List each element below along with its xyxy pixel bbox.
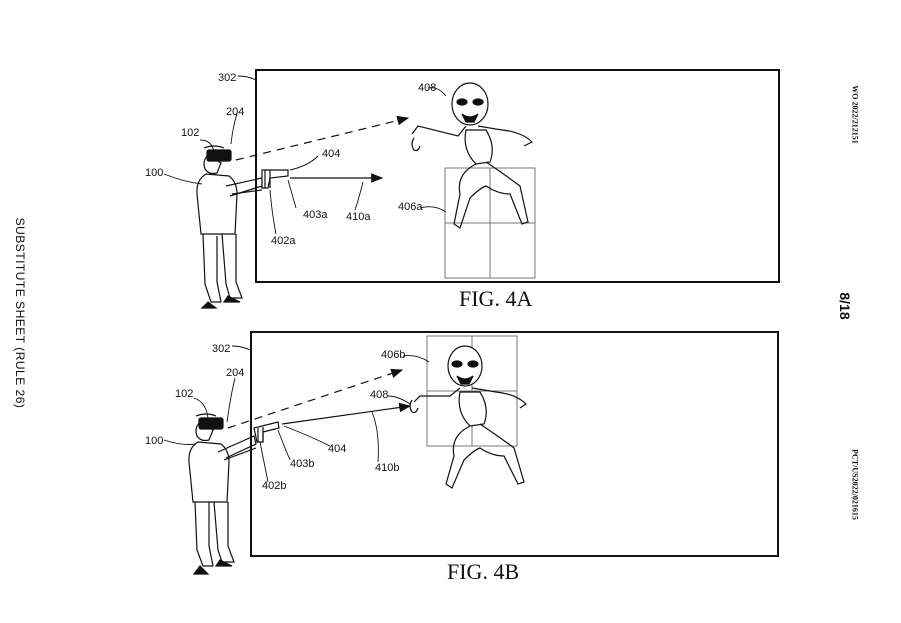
- display-frame-4b: [250, 331, 779, 557]
- ref-100-4a: 100: [145, 167, 164, 179]
- ref-100-4b: 100: [145, 435, 164, 447]
- ref-404-4b: 404: [328, 443, 347, 455]
- ref-102-4b: 102: [175, 388, 194, 400]
- ref-402b: 402b: [262, 480, 287, 492]
- target-grid-4a: [444, 167, 536, 279]
- controller-gun-4a: [261, 169, 289, 189]
- ref-406a: 406a: [398, 201, 423, 213]
- user-figure-4a: [196, 145, 263, 309]
- publication-number: WO 2022/212151: [850, 85, 860, 144]
- alien-character-4a: [411, 82, 534, 229]
- controller-gun-4b: [253, 421, 280, 443]
- ref-404-4a: 404: [322, 148, 341, 160]
- leader-lines-4b: [163, 345, 430, 483]
- alien-character-4b: [409, 345, 527, 489]
- ref-408-4a: 408: [418, 82, 437, 94]
- ref-408-4b: 408: [370, 389, 389, 401]
- gaze-ray-4a: [235, 115, 410, 161]
- fig-4a-drawing: [196, 69, 780, 309]
- figure-caption-4a: FIG. 4A: [459, 286, 533, 311]
- ref-406b: 406b: [381, 349, 406, 361]
- ref-410b: 410b: [375, 462, 400, 474]
- aim-ray-4b: [281, 402, 412, 425]
- figure-caption-4b: FIG. 4B: [447, 559, 520, 584]
- ref-204-4b: 204: [226, 367, 245, 379]
- display-frame-4a: [255, 69, 780, 283]
- application-number: PCT/US2022/021615: [850, 449, 860, 520]
- gaze-ray-4b: [227, 368, 404, 429]
- ref-302-4b: 302: [212, 343, 231, 355]
- ref-403a: 403a: [303, 209, 328, 221]
- ref-402a: 402a: [271, 235, 296, 247]
- fig-4b-drawing: [188, 331, 779, 575]
- ref-102-4a: 102: [181, 127, 200, 139]
- ref-403b: 403b: [290, 458, 315, 470]
- ref-410a: 410a: [346, 211, 371, 223]
- substitute-sheet-text: SUBSTITUTE SHEET (RULE 26): [13, 217, 27, 409]
- user-figure-4b: [188, 413, 257, 575]
- ref-204-4a: 204: [226, 106, 245, 118]
- leader-lines-4a: [163, 75, 447, 235]
- sheet-number: 8/18: [837, 292, 853, 320]
- ref-302-4a: 302: [218, 72, 237, 84]
